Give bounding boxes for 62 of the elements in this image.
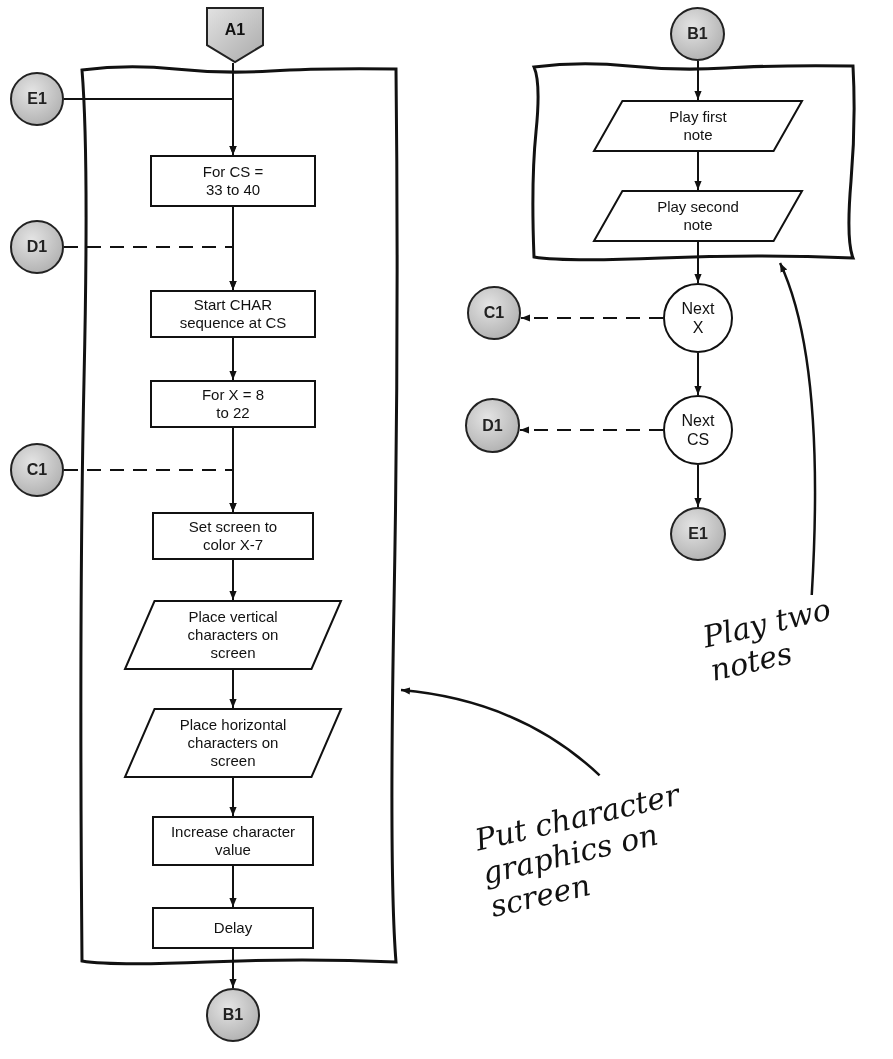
arrow [694, 464, 702, 508]
arrow [63, 246, 237, 291]
group-frame [80, 66, 398, 964]
node-text: Set screen to color X-7 [187, 518, 279, 554]
arrow [229, 337, 237, 381]
arrow [694, 60, 702, 101]
node-text: E1 [688, 525, 708, 543]
node-text: Place horizontal characters on screen [178, 716, 288, 770]
leader-arrow [400, 687, 601, 777]
io-parallelogram [593, 190, 803, 242]
io-parallelogram [124, 600, 342, 670]
arrow [520, 314, 664, 322]
arrow [694, 241, 702, 284]
connector-circle [465, 398, 520, 453]
node-text: Play second note [656, 198, 740, 234]
node-text: C1 [26, 461, 48, 479]
node-text: For X = 8 to 22 [200, 386, 266, 422]
node-text: Delay [213, 919, 253, 937]
process-box [150, 290, 316, 338]
node-text: B1 [687, 25, 708, 43]
node-text: A1 [224, 21, 246, 39]
connector-circle [670, 7, 725, 61]
arrow [229, 777, 237, 817]
group-frame [532, 63, 855, 260]
process-box [150, 380, 316, 428]
arrow [694, 352, 702, 396]
node-text: E1 [27, 90, 47, 108]
process-box [150, 155, 316, 207]
arrow [694, 151, 702, 191]
connector-circle [206, 988, 260, 1042]
arrow [229, 669, 237, 709]
node-text: C1 [483, 304, 505, 322]
process-box [152, 512, 314, 560]
process-box [152, 816, 314, 866]
node-text: Play two notes [699, 590, 835, 688]
node-text: Next CS [680, 411, 716, 449]
node-text: D1 [482, 416, 503, 435]
arrow [63, 98, 237, 156]
arrow [519, 426, 664, 434]
io-parallelogram [593, 100, 803, 152]
arrow [63, 469, 237, 513]
node-text: Place vertical characters on screen [186, 608, 280, 662]
leader-arrow [778, 262, 817, 596]
node-text: Put character graphics on screen [471, 775, 684, 924]
arrow [229, 948, 237, 989]
node-text: D1 [26, 238, 48, 256]
offpage-connector [206, 7, 264, 63]
node-text: Next X [680, 299, 716, 337]
node-text: Start CHAR sequence at CS [178, 296, 288, 332]
io-parallelogram [124, 708, 342, 778]
process-box [152, 907, 314, 949]
connector-circle [10, 443, 64, 497]
node-text: Play first note [668, 108, 728, 144]
connector-circle [467, 286, 521, 340]
node-text: Increase character value [169, 823, 297, 859]
connector-circle [670, 507, 726, 561]
arrow [229, 559, 237, 601]
connector-circle [10, 220, 64, 274]
node-text: B1 [222, 1006, 244, 1024]
node-text: For CS = 33 to 40 [201, 163, 265, 199]
arrow [229, 865, 237, 908]
connector-circle [10, 72, 64, 126]
